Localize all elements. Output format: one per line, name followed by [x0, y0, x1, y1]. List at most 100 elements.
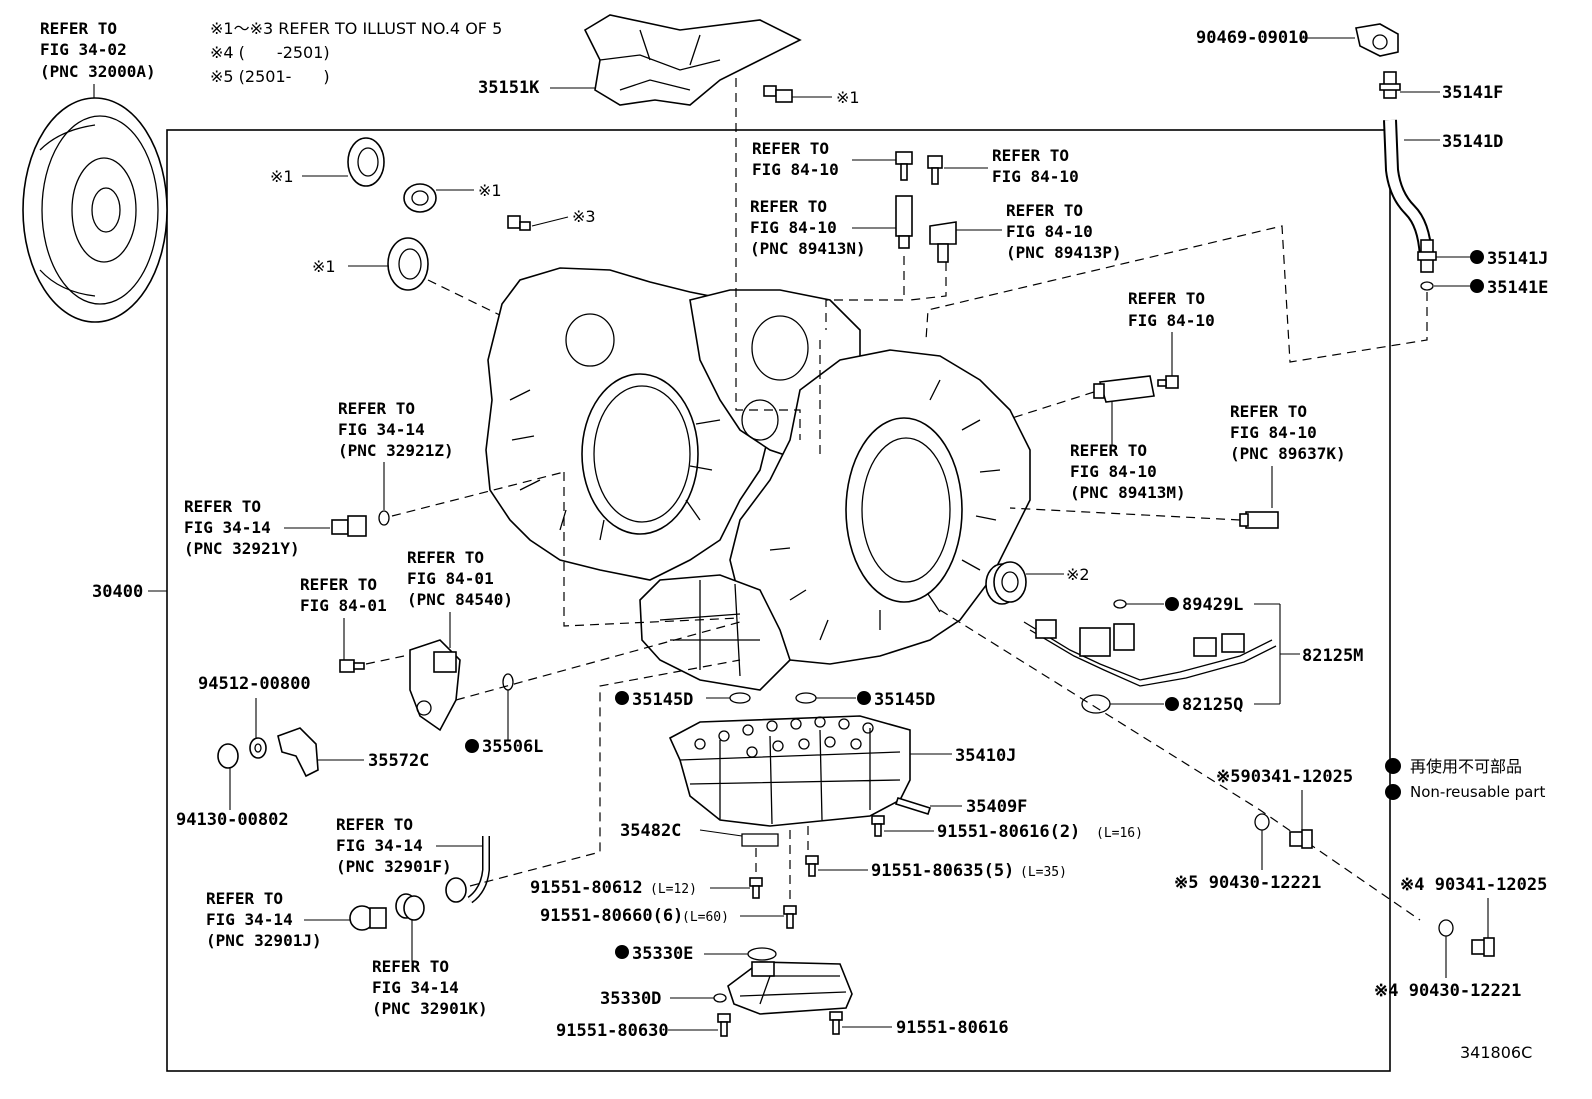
- refer-32901J-pnc: (PNC 32901J): [206, 931, 322, 950]
- part-91551-80630: 91551-80630: [556, 1021, 669, 1041]
- marker-3: ※3: [572, 207, 596, 226]
- speed-sensor-drawing: [895, 195, 913, 249]
- part-91551-80616-2-length: (L=16): [1096, 826, 1143, 841]
- legend-jp: 再使用不可部品: [1410, 757, 1522, 776]
- refer-32921Z-pnc: (PNC 32921Z): [338, 441, 454, 460]
- refer-89413N-pnc: (PNC 89413N): [750, 239, 866, 258]
- speed-sensor-drawing: [929, 221, 957, 263]
- oil-strainer-drawing: [727, 961, 853, 1015]
- part-91551-80616: 91551-80616: [896, 1018, 1009, 1038]
- oil-seal-drawing: [985, 561, 1027, 605]
- marker-2: ※2: [1066, 565, 1090, 584]
- bolt-icon: [339, 659, 365, 673]
- refer-89413P-label: REFER TO: [1006, 201, 1083, 220]
- bolt-icon: [805, 855, 819, 877]
- note-1-3: ※1～※3 REFER TO ILLUST NO.4 OF 5: [210, 19, 502, 38]
- part-35506L: 35506L: [482, 737, 543, 757]
- bolt-icon: [829, 1011, 843, 1035]
- part-35141D: 35141D: [1442, 132, 1503, 152]
- bolt-icon: [927, 155, 943, 185]
- refer-89413P-fig: FIG 84-10: [1006, 222, 1093, 241]
- refer-32921Y-label: REFER TO: [184, 497, 261, 516]
- refer-89413M-pnc: (PNC 89413M): [1070, 483, 1186, 502]
- refer-32921Y-fig: FIG 34-14: [184, 518, 271, 537]
- refer-32901F-fig: FIG 34-14: [336, 836, 423, 855]
- refer-84-10-a-label: REFER TO: [752, 139, 829, 158]
- refer-84540-pnc: (PNC 84540): [407, 590, 513, 609]
- refer-89413N-fig: FIG 84-10: [750, 218, 837, 237]
- torque-converter-drawing: [22, 84, 168, 323]
- hose-fitting-drawing: [1417, 239, 1437, 273]
- bolt-icon: [783, 905, 797, 929]
- assembly-frame: [166, 129, 1391, 1072]
- part-91551-80635-length: (L=35): [1020, 865, 1067, 880]
- refer-32901J-label: REFER TO: [206, 889, 283, 908]
- part-35410J: 35410J: [955, 746, 1016, 766]
- bolt-icon: [895, 151, 913, 181]
- refer-84-10-b-label: REFER TO: [992, 146, 1069, 165]
- part-35409F: 35409F: [966, 797, 1027, 817]
- plug-icon: [507, 215, 531, 231]
- part-35141F: 35141F: [1442, 83, 1503, 103]
- union-bolt-drawing: [349, 905, 387, 931]
- refer-32901K-fig: FIG 34-14: [372, 978, 459, 997]
- refer-32901K-pnc: (PNC 32901K): [372, 999, 488, 1018]
- bolt-icon: [871, 815, 885, 837]
- refer-89413M-label: REFER TO: [1070, 441, 1147, 460]
- drain-plug-drawing: [1471, 937, 1495, 957]
- oil-pipe-drawing: [445, 836, 490, 904]
- part-91551-80660-length: (L=60): [682, 910, 729, 925]
- note-5: ※5 (2501- ): [210, 67, 330, 86]
- part-94130-00802: 94130-00802: [176, 810, 289, 830]
- part-82125M: 82125M: [1302, 646, 1363, 666]
- refer-32901J-fig: FIG 34-14: [206, 910, 293, 929]
- refer-32921Z-fig: FIG 34-14: [338, 420, 425, 439]
- part-90430-12221-4: ※4 90430-12221: [1374, 981, 1521, 1001]
- refer-pnc: (PNC 32000A): [40, 62, 156, 81]
- bolt-icon: [749, 877, 763, 899]
- transaxle-case-drawing: [485, 267, 1031, 691]
- bolt-icon: [763, 85, 793, 103]
- drain-plug-drawing: [1289, 829, 1313, 849]
- part-35145D-left: 35145D: [632, 690, 693, 710]
- pressure-sensor-drawing: [1239, 511, 1279, 529]
- bolt-icon: [717, 1013, 731, 1037]
- part-35141J: 35141J: [1487, 249, 1548, 269]
- marker-1-seal-a: ※1: [270, 167, 294, 186]
- bolt-icon: [1157, 375, 1179, 389]
- part-91551-80612-length: (L=12): [650, 882, 697, 897]
- part-35482C: 35482C: [620, 821, 681, 841]
- lever-bracket-drawing: [277, 727, 319, 778]
- part-91551-80612: 91551-80612: [530, 878, 643, 898]
- detent-spring-drawing: [894, 797, 932, 815]
- refer-32901F-pnc: (PNC 32901F): [336, 857, 452, 876]
- part-35330D: 35330D: [600, 989, 661, 1009]
- refer-84-10-b-fig: FIG 84-10: [992, 167, 1079, 186]
- wire-harness-drawing: [1023, 619, 1277, 687]
- refer-89637K-label: REFER TO: [1230, 402, 1307, 421]
- refer-32901K-label: REFER TO: [372, 957, 449, 976]
- refer-84-10-a-fig: FIG 84-10: [752, 160, 839, 179]
- part-35151K: 35151K: [478, 78, 540, 98]
- refer-84-10-c-fig: FIG 84-10: [1128, 311, 1215, 330]
- speed-sensor-drawing: [1093, 375, 1155, 403]
- oil-pan-cover-drawing: [583, 14, 802, 106]
- neutral-switch-drawing: [409, 639, 461, 732]
- part-91551-80635: 91551-80635(5): [871, 861, 1014, 881]
- marker-1-top: ※1: [836, 88, 860, 107]
- refer-84-10-c-label: REFER TO: [1128, 289, 1205, 308]
- breather-hose-drawing: [1383, 119, 1433, 261]
- refer-32901F-label: REFER TO: [336, 815, 413, 834]
- refer-89637K-pnc: (PNC 89637K): [1230, 444, 1346, 463]
- part-35141E: 35141E: [1487, 278, 1548, 298]
- part-82125Q: 82125Q: [1182, 695, 1243, 715]
- refer-84540-fig: FIG 84-01: [407, 569, 494, 588]
- part-35572C: 35572C: [368, 751, 429, 771]
- marker-1-seal-c: ※1: [312, 257, 336, 276]
- refer-32921Y-pnc: (PNC 32921Y): [184, 539, 300, 558]
- note-4: ※4 ( -2501): [210, 43, 330, 62]
- part-90341-12025-5: ※590341-12025: [1216, 767, 1353, 787]
- part-90341-12025-4: ※4 90341-12025: [1400, 875, 1547, 895]
- part-94512-00800: 94512-00800: [198, 674, 311, 694]
